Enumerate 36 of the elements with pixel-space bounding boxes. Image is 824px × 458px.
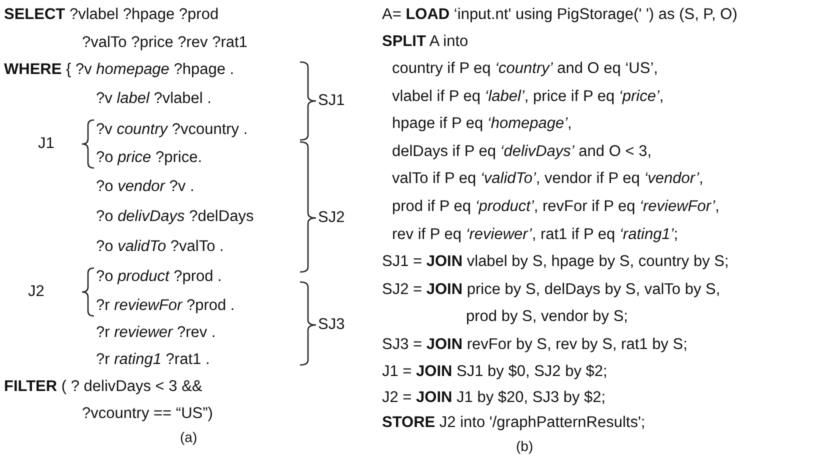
code-line: ?o product ?prod . — [96, 268, 222, 286]
code-line: ?o price ?price. — [96, 149, 202, 167]
code-line: A= LOAD ‘input.nt' using PigStorage(' ') as (S, P, O) — [382, 6, 738, 24]
code-line: ?r rating1 ?rat1 . — [96, 351, 210, 369]
code-line: ?r reviewFor ?prod . — [96, 297, 235, 315]
code-line: SJ2 = JOIN price by S, delDays by S, valTo by S, — [382, 281, 720, 299]
code-line: delDays if P eq ‘delivDays’ and O < 3, — [392, 143, 652, 161]
panel-caption: (a) — [180, 428, 198, 446]
brace-label: SJ3 — [318, 316, 345, 334]
code-line: ?o validTo ?valTo . — [96, 238, 224, 256]
code-line: prod if P eq ‘product’, revFor if P eq ‘reviewFor’, — [392, 198, 720, 216]
code-line: SJ1 = JOIN vlabel by S, hpage by S, country by S; — [382, 253, 729, 271]
code-line: ?o vendor ?v . — [96, 178, 194, 196]
brace-label: J2 — [28, 283, 44, 301]
panel-caption: (b) — [516, 437, 534, 455]
brace-label: J1 — [38, 135, 54, 153]
code-line: country if P eq ‘country’ and O eq ‘US’, — [392, 60, 658, 78]
code-line: SPLIT A into — [382, 33, 468, 51]
code-line: ?o delivDays ?delDays — [96, 208, 254, 226]
code-line: prod by S, vendor by S; — [466, 308, 628, 326]
code-line: J1 = JOIN SJ1 by $0, SJ2 by $2; — [382, 363, 608, 381]
code-line: valTo if P eq ‘validTo’, vendor if P eq ‘vendor’, — [392, 170, 704, 188]
code-line: FILTER ( ? delivDays < 3 && — [4, 378, 202, 396]
code-line: STORE J2 into '/graphPatternResults'; — [382, 414, 646, 432]
code-line: WHERE { ?v homepage ?hpage . — [4, 61, 234, 79]
code-line: vlabel if P eq ‘label’, price if P eq ‘price’, — [392, 88, 664, 106]
code-line: ?r reviewer ?rev . — [96, 324, 216, 342]
code-line: SELECT ?vlabel ?hpage ?prod — [4, 6, 219, 24]
code-line: hpage if P eq ‘homepage’, — [392, 115, 572, 133]
code-line: J2 = JOIN J1 by $20, SJ3 by $2; — [382, 389, 606, 407]
brace-label: SJ2 — [318, 209, 345, 227]
code-line: SJ3 = JOIN revFor by S, rev by S, rat1 by S; — [382, 336, 688, 354]
code-line: rev if P eq ‘reviewer’, rat1 if P eq ‘rating1’; — [392, 226, 678, 244]
brace-label: SJ1 — [318, 92, 345, 110]
code-line: ?valTo ?price ?rev ?rat1 — [82, 34, 248, 52]
code-line: ?vcountry == “US”) — [82, 405, 213, 423]
